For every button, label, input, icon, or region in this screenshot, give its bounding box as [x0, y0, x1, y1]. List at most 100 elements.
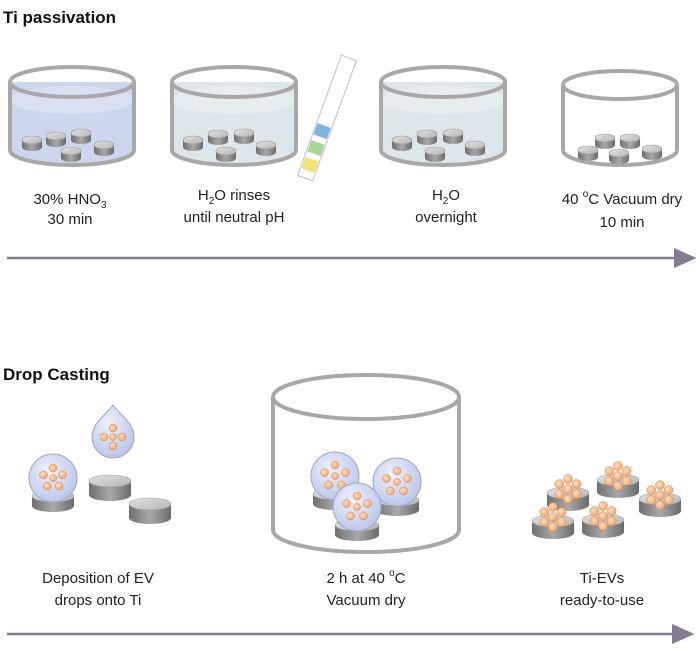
ti-disc: [619, 133, 641, 149]
ev-particle: [663, 495, 674, 505]
ev-particle: [548, 502, 558, 512]
step-dry-line2: Vacuum dry: [327, 592, 406, 609]
step-overnight-caption: H2O overnight: [415, 187, 478, 226]
step-hno3-line1: 30% HNO3: [33, 191, 107, 211]
ev-particle: [606, 516, 617, 526]
ph-strip-icon: [296, 54, 358, 182]
ev-particle: [393, 478, 401, 486]
ti-disc: [207, 129, 229, 145]
ti-passivation-title: Ti passivation: [3, 8, 116, 27]
ev-particle: [598, 521, 608, 531]
step-rinse-caption: H2O rinses until neutral pH: [184, 187, 285, 226]
step-vacuum-line1: 40 oC Vacuum dry: [562, 189, 683, 208]
ev-particle: [539, 517, 550, 527]
ti-disc: [233, 128, 255, 144]
step-deposition-caption: Deposition of EV drops onto Ti: [42, 570, 154, 609]
ev-particle: [606, 506, 617, 516]
ti-disc: [416, 129, 438, 145]
ti-disc: [182, 135, 204, 151]
ti-disc: [21, 135, 43, 151]
step-overnight-line1: H2O: [432, 187, 460, 207]
step-deposition-line1: Deposition of EV: [42, 570, 154, 587]
ev-particle: [655, 500, 665, 510]
ti-disc: [577, 145, 599, 161]
ev-particle: [58, 470, 67, 480]
ev-particle: [646, 485, 657, 495]
ev-particle: [99, 432, 109, 442]
ti-disc: [442, 128, 464, 144]
ev-particle: [42, 481, 52, 491]
ev-particle: [556, 517, 567, 527]
ev-particle: [604, 466, 615, 476]
ev-particle: [563, 484, 573, 494]
ev-particle: [382, 474, 391, 483]
ti-disc: [391, 135, 413, 151]
ev-particle: [108, 423, 118, 433]
ev-particle: [109, 433, 117, 441]
ti-disc: [88, 474, 132, 501]
ev-particle: [539, 507, 550, 517]
ti-disc: [93, 140, 115, 156]
ev-particle: [392, 466, 402, 476]
step-vacuum-line2: 10 min: [599, 214, 644, 231]
ev-particle: [646, 495, 657, 505]
ev-particle: [571, 489, 582, 499]
ev-particle: [548, 522, 558, 532]
ti-disc: [60, 146, 82, 162]
ti-disc: [215, 146, 237, 162]
ev-particle: [548, 512, 558, 522]
ti-disc: [70, 128, 92, 144]
ev-particle: [39, 470, 48, 480]
ti-discs-passivation: [21, 128, 663, 164]
ev-particle: [352, 491, 362, 501]
step-rinse-line1: H2O rinses: [198, 187, 270, 207]
ti-disc: [608, 148, 630, 164]
ev-particle: [386, 486, 395, 496]
ti-disc: [128, 497, 172, 524]
step-hno3-line2: 30 min: [47, 211, 92, 228]
step-dry-caption: 2 h at 40 oC Vacuum dry: [327, 568, 406, 609]
ev-particle: [346, 511, 355, 521]
ev-particle: [621, 466, 632, 476]
ev-particle: [554, 489, 565, 499]
step-ready-caption: Ti-EVs ready-to-use: [560, 570, 644, 609]
ti-disc: [594, 133, 616, 149]
ev-particle: [663, 485, 674, 495]
ti-disc: [255, 140, 277, 156]
step-overnight-line2: overnight: [415, 209, 478, 226]
ev-particle: [353, 503, 361, 511]
ti-disc: [464, 140, 486, 156]
ev-particle: [613, 471, 623, 481]
ev-particle: [563, 494, 573, 504]
ev-particles: [28, 423, 674, 532]
step-hno3-caption: 30% HNO3 30 min: [33, 191, 107, 228]
ev-particle: [589, 516, 600, 526]
ti-disc: [641, 144, 663, 160]
ev-particle: [613, 461, 623, 471]
ev-particle: [556, 507, 567, 517]
ev-particle: [341, 468, 350, 477]
ev-particle: [49, 474, 57, 482]
ev-particle: [117, 432, 127, 442]
ev-particle: [563, 474, 573, 484]
ev-particle: [320, 468, 329, 477]
ev-particle: [403, 474, 412, 483]
ev-particle: [399, 486, 408, 496]
ev-particle: [554, 479, 565, 489]
ev-particle: [604, 476, 615, 486]
ev-particle: [324, 480, 333, 490]
step-dry-line1: 2 h at 40 oC: [327, 568, 406, 587]
ev-particle: [598, 511, 608, 521]
ev-particle: [571, 479, 582, 489]
step-vacuum-caption: 40 oC Vacuum dry 10 min: [562, 189, 683, 231]
ti-disc: [45, 131, 67, 147]
ev-particle: [54, 481, 64, 491]
ev-particle: [655, 480, 665, 490]
drop-casting-title: Drop Casting: [3, 365, 110, 384]
step-ready-line2: ready-to-use: [560, 592, 644, 609]
ev-particle: [342, 499, 351, 508]
ev-particle: [108, 441, 118, 451]
ev-particle: [613, 481, 623, 491]
step-rinse-line2: until neutral pH: [184, 209, 285, 226]
